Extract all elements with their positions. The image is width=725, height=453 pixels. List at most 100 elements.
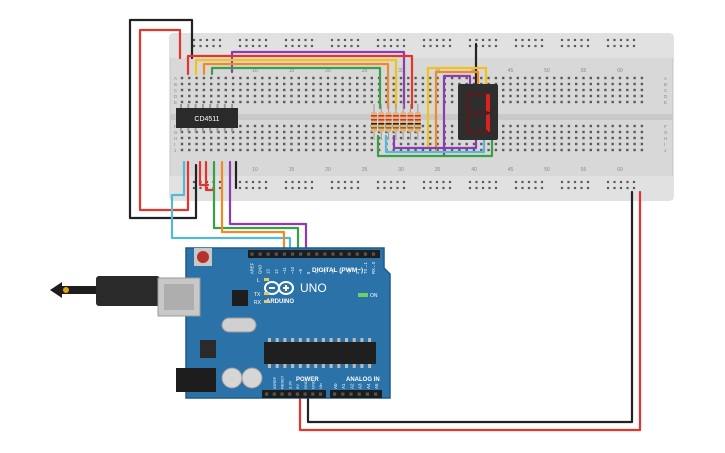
breadboard-hole[interactable] [560, 76, 563, 80]
breadboard-hole[interactable] [231, 76, 235, 80]
rail-hole[interactable] [192, 180, 196, 184]
breadboard-hole[interactable] [348, 142, 352, 146]
breadboard-hole[interactable] [509, 76, 512, 80]
breadboard-hole[interactable] [626, 148, 629, 152]
breadboard-hole[interactable] [224, 142, 227, 146]
analog-header[interactable] [330, 390, 382, 398]
breadboard-hole[interactable] [334, 88, 337, 92]
breadboard-hole[interactable] [640, 130, 644, 134]
breadboard-hole[interactable] [516, 100, 519, 104]
breadboard-hole[interactable] [246, 82, 249, 86]
rail-hole[interactable] [356, 38, 360, 42]
breadboard-hole[interactable] [195, 88, 198, 92]
rail-hole[interactable] [376, 38, 380, 42]
breadboard-hole[interactable] [633, 76, 636, 80]
breadboard-hole[interactable] [509, 142, 512, 146]
rail-hole[interactable] [429, 186, 432, 190]
breadboard-hole[interactable] [290, 148, 293, 152]
rail-hole[interactable] [560, 180, 564, 184]
breadboard-hole[interactable] [575, 124, 578, 128]
rail-hole[interactable] [402, 180, 406, 184]
rail-hole[interactable] [356, 180, 360, 184]
breadboard-hole[interactable] [239, 148, 242, 152]
breadboard-hole[interactable] [407, 88, 410, 92]
rail-hole[interactable] [383, 180, 386, 184]
wire-orange-to-arduino[interactable] [220, 160, 286, 252]
breadboard-hole[interactable] [304, 88, 308, 92]
breadboard-hole[interactable] [436, 142, 439, 146]
rail-hole[interactable] [475, 180, 478, 184]
breadboard-hole[interactable] [210, 88, 213, 92]
rail-hole[interactable] [606, 186, 610, 190]
breadboard-hole[interactable] [180, 94, 184, 98]
analog-pin-hole[interactable] [357, 392, 361, 396]
rail-hole[interactable] [396, 38, 399, 42]
breadboard-hole[interactable] [363, 142, 366, 146]
rail-hole[interactable] [199, 38, 202, 42]
breadboard-hole[interactable] [633, 94, 636, 98]
breadboard-hole[interactable] [297, 136, 300, 140]
digital-pin-hole[interactable] [339, 252, 343, 256]
rail-hole[interactable] [435, 44, 439, 48]
breadboard-hole[interactable] [239, 94, 242, 98]
rail-hole[interactable] [396, 44, 399, 48]
breadboard-hole[interactable] [268, 88, 271, 92]
breadboard-hole[interactable] [326, 124, 330, 128]
rail-hole[interactable] [258, 38, 261, 42]
breadboard-hole[interactable] [268, 94, 271, 98]
breadboard-hole[interactable] [604, 136, 607, 140]
breadboard-hole[interactable] [385, 88, 388, 92]
breadboard-hole[interactable] [231, 136, 235, 140]
rail-hole[interactable] [284, 180, 288, 184]
rail-hole[interactable] [521, 38, 524, 42]
breadboard-hole[interactable] [392, 100, 395, 104]
breadboard-hole[interactable] [275, 136, 279, 140]
rail-hole[interactable] [291, 44, 294, 48]
breadboard-hole[interactable] [348, 82, 352, 86]
breadboard-hole[interactable] [567, 88, 571, 92]
breadboard-hole[interactable] [611, 142, 614, 146]
breadboard-hole[interactable] [210, 100, 213, 104]
breadboard-hole[interactable] [239, 130, 242, 134]
breadboard-hole[interactable] [575, 136, 578, 140]
breadboard-hole[interactable] [180, 82, 184, 86]
rail-hole[interactable] [573, 44, 577, 48]
breadboard-hole[interactable] [633, 148, 636, 152]
breadboard-hole[interactable] [348, 76, 352, 80]
breadboard-hole[interactable] [458, 82, 461, 86]
digital-pin-hole[interactable] [282, 252, 286, 256]
breadboard-hole[interactable] [545, 76, 549, 80]
breadboard-hole[interactable] [480, 76, 483, 80]
rail-hole[interactable] [218, 38, 222, 42]
breadboard-hole[interactable] [450, 130, 454, 134]
rail-hole[interactable] [212, 38, 215, 42]
breadboard-hole[interactable] [239, 100, 242, 104]
breadboard-hole[interactable] [640, 142, 644, 146]
power-jack[interactable] [176, 368, 216, 392]
breadboard-hole[interactable] [567, 124, 571, 128]
breadboard-hole[interactable] [516, 82, 519, 86]
breadboard-hole[interactable] [596, 142, 600, 146]
rail-hole[interactable] [291, 186, 294, 190]
breadboard-hole[interactable] [290, 124, 293, 128]
wire-red-power-right[interactable] [298, 190, 642, 432]
breadboard-hole[interactable] [246, 148, 249, 152]
rail-hole[interactable] [264, 38, 268, 42]
breadboard-hole[interactable] [202, 76, 206, 80]
breadboard-hole[interactable] [589, 130, 592, 134]
breadboard-hole[interactable] [604, 130, 607, 134]
breadboard-hole[interactable] [640, 76, 644, 80]
breadboard-hole[interactable] [450, 76, 454, 80]
rail-hole[interactable] [337, 38, 340, 42]
breadboard-hole[interactable] [414, 88, 417, 92]
digital-pin-hole[interactable] [323, 252, 327, 256]
breadboard-hole[interactable] [239, 142, 242, 146]
rail-hole[interactable] [435, 180, 439, 184]
breadboard-hole[interactable] [210, 148, 213, 152]
rail-hole[interactable] [586, 180, 590, 184]
rail-hole[interactable] [343, 186, 347, 190]
rail-hole[interactable] [580, 180, 583, 184]
rail-hole[interactable] [422, 180, 426, 184]
breadboard-hole[interactable] [319, 88, 322, 92]
breadboard-hole[interactable] [509, 94, 512, 98]
